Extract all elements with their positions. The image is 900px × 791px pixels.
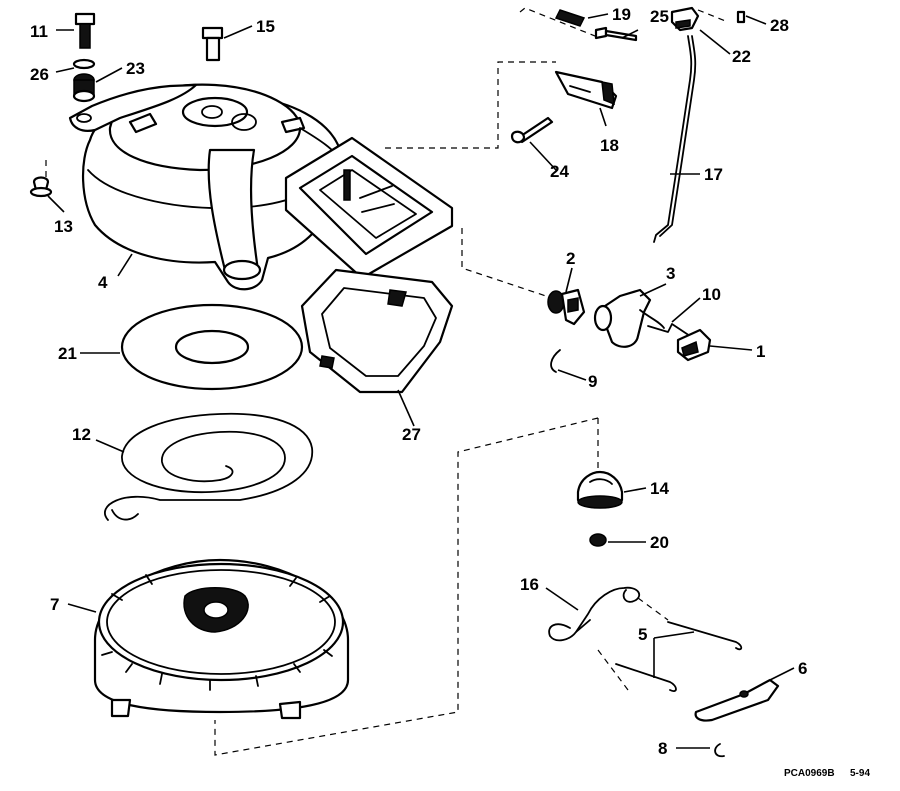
callout-22: 22 (732, 47, 751, 66)
callout-14: 14 (650, 479, 669, 498)
starter-handle-bracket (284, 136, 454, 394)
callout-13: 13 (54, 217, 73, 236)
shift-linkage-parts (510, 6, 746, 243)
callout-23: 23 (126, 59, 145, 78)
callout-28: 28 (770, 16, 789, 35)
callout-11: 11 (30, 22, 48, 41)
callout-19: 19 (612, 5, 631, 24)
callout-5: 5 (638, 625, 647, 644)
callout-12: 12 (72, 425, 91, 444)
figure-code: PCA0969B 5-94 (784, 768, 870, 779)
callout-18: 18 (600, 136, 619, 155)
callout-7: 7 (50, 595, 59, 614)
plate (120, 303, 304, 391)
callout-2: 2 (566, 249, 575, 268)
callout-25: 25 (650, 7, 669, 26)
callout-leaders (47, 13, 795, 749)
callout-9: 9 (588, 372, 597, 391)
callout-20: 20 (650, 533, 669, 552)
assembly-guide-lines (45, 7, 729, 756)
rewind-housing (68, 83, 342, 291)
callout-15: 15 (256, 17, 275, 36)
callout-8: 8 (658, 739, 667, 758)
callout-1: 1 (756, 342, 765, 361)
callout-16: 16 (520, 575, 539, 594)
figure-code-number: PCA0969B (784, 768, 835, 779)
callout-21: 21 (58, 344, 77, 363)
callout-17: 17 (704, 165, 723, 184)
starter-lockout-parts (547, 288, 712, 373)
figure-code-date: 5-94 (850, 768, 870, 779)
starter-pulley (93, 558, 350, 720)
callout-10: 10 (702, 285, 721, 304)
fasteners-left (29, 12, 224, 198)
callout-26: 26 (30, 65, 49, 84)
callout-6: 6 (798, 659, 807, 678)
pawl-parts (548, 470, 780, 758)
callout-27: 27 (402, 425, 421, 444)
callout-labels: 11 26 23 13 15 4 21 12 7 27 19 25 22 28 … (30, 5, 807, 758)
rewind-spring (104, 412, 314, 521)
callout-3: 3 (666, 264, 675, 283)
callout-4: 4 (98, 273, 108, 292)
callout-24: 24 (550, 162, 569, 181)
